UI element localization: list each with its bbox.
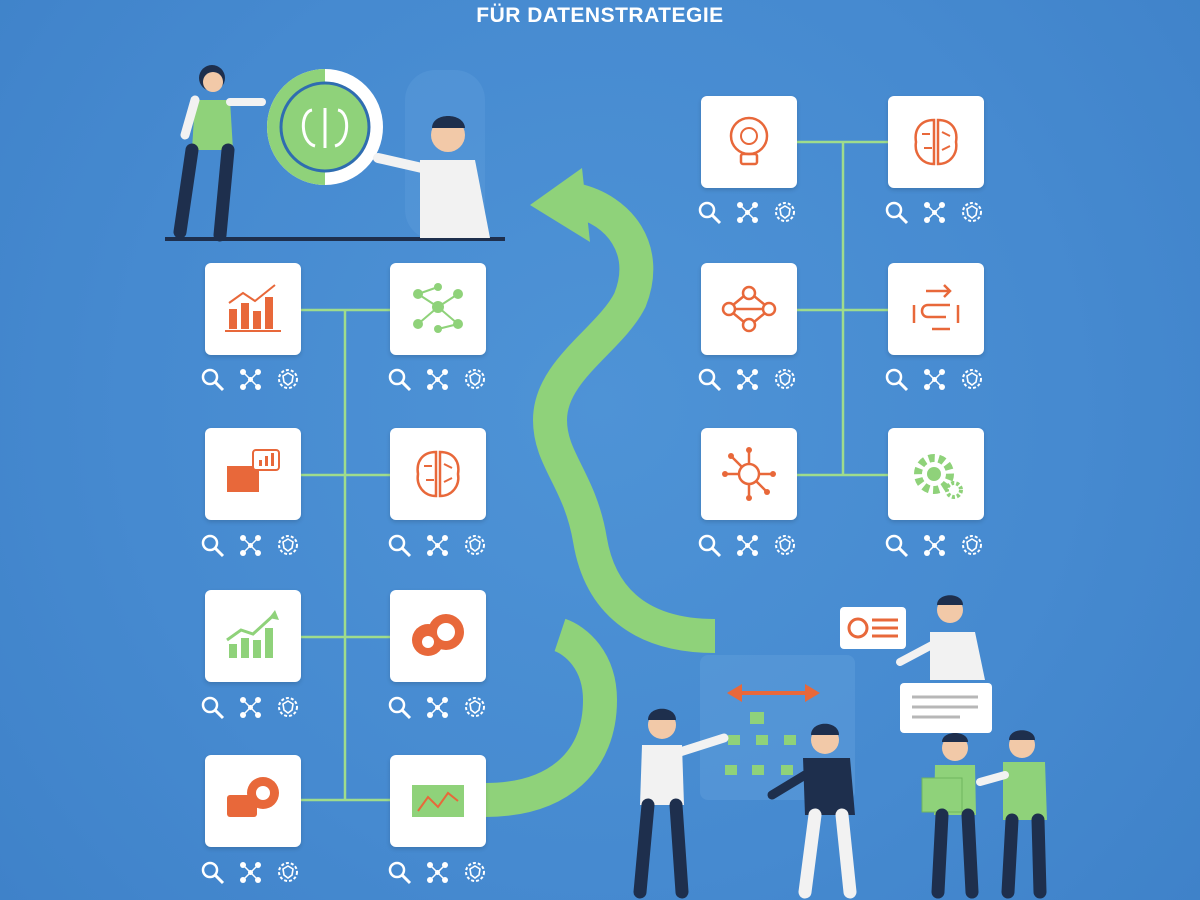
hub-icon <box>722 447 776 501</box>
speech-bubble-chart <box>840 607 906 649</box>
flow-arrow-head <box>530 168 590 242</box>
nodes-icon[interactable] <box>425 860 451 886</box>
speech-bubble-text <box>900 683 992 733</box>
gear-icon <box>914 454 963 499</box>
card-bar-chart[interactable] <box>205 263 301 355</box>
man-presenter <box>373 116 490 238</box>
search-icon[interactable] <box>200 695 226 721</box>
card-network-nodes[interactable] <box>701 263 797 355</box>
shield-gear-icon[interactable] <box>773 367 799 393</box>
network-nodes-icon <box>721 285 777 333</box>
team-person-5 <box>976 730 1047 899</box>
search-icon[interactable] <box>884 533 910 559</box>
brain-icon <box>914 118 958 166</box>
shield-gear-icon[interactable] <box>773 200 799 226</box>
growth-chart-icon <box>226 610 279 658</box>
nodes-icon[interactable] <box>238 695 264 721</box>
card-workflow-board[interactable] <box>390 755 486 847</box>
shield-gear-icon[interactable] <box>463 860 489 886</box>
flow-arrow <box>484 183 716 817</box>
nodes-icon[interactable] <box>238 367 264 393</box>
shield-gear-icon[interactable] <box>960 367 986 393</box>
card-hub[interactable] <box>701 428 797 520</box>
card-chat-chart[interactable] <box>205 428 301 520</box>
search-icon[interactable] <box>884 367 910 393</box>
search-icon[interactable] <box>387 860 413 886</box>
search-icon[interactable] <box>697 533 723 559</box>
nodes-icon[interactable] <box>922 367 948 393</box>
shield-gear-icon[interactable] <box>276 533 302 559</box>
shield-gear-icon[interactable] <box>463 533 489 559</box>
idea-bulb-icon <box>729 116 769 166</box>
search-icon[interactable] <box>697 200 723 226</box>
woman-presenter <box>173 65 266 242</box>
card-gear[interactable] <box>888 428 984 520</box>
nodes-icon[interactable] <box>735 367 761 393</box>
card-process-arrows[interactable] <box>888 263 984 355</box>
nodes-icon[interactable] <box>425 367 451 393</box>
right-connector-lines <box>797 140 888 477</box>
nodes-icon[interactable] <box>425 533 451 559</box>
brain-icon <box>416 450 460 498</box>
card-brain-right[interactable] <box>888 96 984 188</box>
shield-gear-icon[interactable] <box>463 695 489 721</box>
search-icon[interactable] <box>387 367 413 393</box>
shield-gear-icon[interactable] <box>463 367 489 393</box>
search-icon[interactable] <box>387 695 413 721</box>
team-person-3 <box>896 595 985 680</box>
bar-chart-icon <box>225 284 281 332</box>
nodes-icon[interactable] <box>735 533 761 559</box>
page-title: FÜR DATENSTRATEGIE <box>476 4 724 27</box>
shield-gear-icon[interactable] <box>276 860 302 886</box>
process-arrows-icon <box>912 284 960 331</box>
nodes-icon[interactable] <box>238 860 264 886</box>
shield-gear-icon[interactable] <box>276 695 302 721</box>
nodes-icon[interactable] <box>922 533 948 559</box>
card-comment[interactable] <box>205 755 301 847</box>
card-idea-bulb[interactable] <box>701 96 797 188</box>
nodes-icon[interactable] <box>735 200 761 226</box>
card-brain[interactable] <box>390 428 486 520</box>
nodes-icon[interactable] <box>922 200 948 226</box>
search-icon[interactable] <box>884 200 910 226</box>
team-person-4 <box>921 733 979 899</box>
search-icon[interactable] <box>200 860 226 886</box>
flowchart-board <box>725 684 820 775</box>
search-icon[interactable] <box>387 533 413 559</box>
card-neural-network[interactable] <box>390 263 486 355</box>
comment-icon <box>227 777 279 817</box>
nodes-icon[interactable] <box>425 695 451 721</box>
search-icon[interactable] <box>200 533 226 559</box>
workflow-board-icon <box>412 785 464 817</box>
shield-gear-icon[interactable] <box>773 533 799 559</box>
collaboration-icon <box>412 614 464 656</box>
neural-network-icon <box>413 283 463 333</box>
shield-gear-icon[interactable] <box>276 367 302 393</box>
shield-gear-icon[interactable] <box>960 533 986 559</box>
shield-gear-icon[interactable] <box>960 200 986 226</box>
team-person-2 <box>767 723 857 899</box>
search-icon[interactable] <box>200 367 226 393</box>
left-connector-lines <box>300 308 390 802</box>
brain-screen <box>267 69 383 185</box>
chat-chart-icon <box>227 449 280 492</box>
team-person-1 <box>633 708 729 899</box>
nodes-icon[interactable] <box>238 533 264 559</box>
card-growth-chart[interactable] <box>205 590 301 682</box>
card-collaboration[interactable] <box>390 590 486 682</box>
search-icon[interactable] <box>697 367 723 393</box>
